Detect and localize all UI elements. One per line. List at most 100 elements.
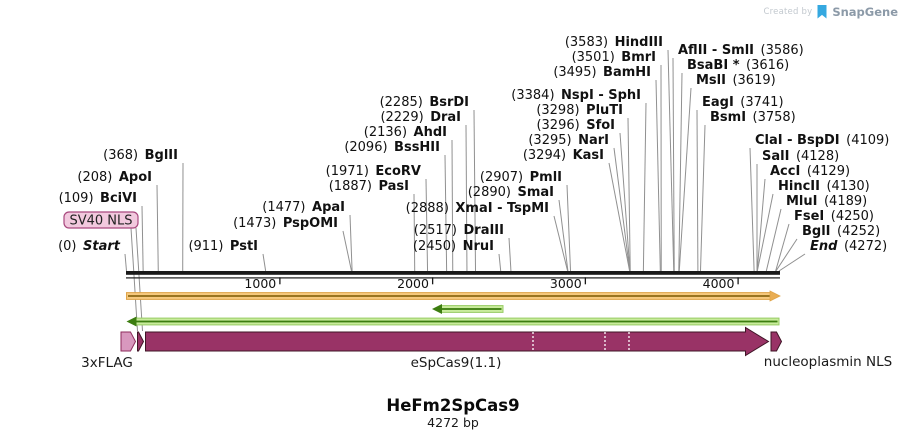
leader-line-PasI (413, 193, 416, 272)
enzyme-label-HincII[interactable]: HincII (4130) (778, 179, 870, 194)
sv40-callout-line (130, 227, 138, 332)
ruler-line (126, 277, 780, 279)
enzyme-label-MluI[interactable]: MluI (4189) (786, 194, 867, 209)
leader-line-BssHII (444, 154, 448, 272)
ruler-tick (737, 277, 739, 285)
leader-line-AccI (756, 178, 766, 272)
construct-span-arrow-orange[interactable] (126, 290, 781, 302)
enzyme-label-SalI[interactable]: SalI (4128) (762, 149, 839, 164)
ruler-tick-label: 4000 (703, 276, 735, 291)
feature-espcas9[interactable] (145, 326, 770, 357)
enzyme-label-SmaI[interactable]: (2890) SmaI (468, 185, 554, 200)
span-arrow-green-long[interactable] (126, 316, 780, 327)
leader-line-PluTI (627, 117, 631, 272)
enzyme-label-ClaI-BspDI[interactable]: ClaI - BspDI (4109) (755, 133, 889, 148)
enzyme-label-AccI[interactable]: AccI (4129) (770, 164, 850, 179)
enzyme-label-ApoI[interactable]: (208) ApoI (77, 170, 152, 185)
enzyme-label-BglII[interactable]: (368) BglII (103, 148, 178, 163)
leader-line-BglI (775, 238, 798, 272)
enzyme-label-BciVI[interactable]: (109) BciVI (59, 191, 137, 206)
enzyme-label-PasI[interactable]: (1887) PasI (329, 179, 409, 194)
sequence-bar (126, 271, 780, 275)
leader-line-HincII (756, 193, 774, 272)
leader-line-EcoRV (425, 178, 429, 272)
ruler-tick (584, 277, 587, 285)
snapgene-logo-icon (817, 5, 827, 19)
leader-line-NruI (498, 253, 502, 272)
leader-line-FseI (775, 223, 790, 272)
construct-span-arrow-orange-arrowhead (769, 290, 781, 302)
leader-line-EagI (696, 109, 699, 272)
sv40-nls-label-box[interactable] (63, 211, 139, 229)
ruler-tick-label: 3000 (550, 276, 582, 291)
primer-arrow-green-short-line (442, 308, 502, 310)
feature-3xflag[interactable] (120, 331, 137, 352)
map-title: HeFm2SpCas9 (386, 396, 520, 415)
enzyme-label-DraIII[interactable]: (2517) DraIII (414, 223, 504, 238)
leader-line-NarI (613, 147, 631, 272)
leader-line-BsrDI (473, 109, 477, 272)
leader-line-SmaI (558, 199, 569, 272)
enzyme-label-NarI[interactable]: (3295) NarI (528, 133, 609, 148)
sv40-callout-line (135, 227, 143, 332)
leader-line-PspOMI (342, 230, 352, 272)
enzyme-label-BsmI[interactable]: BsmI (3758) (710, 110, 796, 125)
feature-nucleoplasmin-nls[interactable] (770, 331, 783, 352)
enzyme-label-KasI[interactable]: (3294) KasI (523, 148, 604, 163)
enzyme-label-PmlI[interactable]: (2907) PmlI (480, 170, 562, 185)
leader-line-AflII-SmlI (672, 57, 675, 272)
enzyme-label-PspOMI[interactable]: (1473) PspOMI (233, 216, 338, 231)
leader-line-AhdI (451, 139, 454, 272)
ruler-tick-label: 2000 (397, 276, 429, 291)
ruler-tick (279, 277, 281, 285)
created-by-text: Created by (763, 7, 813, 17)
primer-arrow-green-short[interactable] (432, 304, 504, 314)
enzyme-label-FseI[interactable]: FseI (4250) (794, 209, 874, 224)
leader-line-XmaI-TspMI (553, 215, 569, 272)
ruler-tick-label: 1000 (244, 276, 276, 291)
enzyme-label-End[interactable]: End (4272) (810, 239, 887, 254)
enzyme-label-BssHII[interactable]: (2096) BssHII (344, 140, 440, 155)
leader-line-PstI (262, 253, 267, 272)
feature-sv40-nls[interactable] (137, 331, 145, 352)
leader-line-KasI (608, 162, 631, 272)
span-arrow-green-long-line (136, 320, 778, 323)
leader-line-ClaI-BspDI (749, 147, 755, 272)
leader-line-BamHI (655, 79, 661, 272)
sv40-nls-label-text: SV40 NLS (69, 214, 132, 229)
label-nucleoplasmin-nls: nucleoplasmin NLS (764, 354, 892, 370)
enzyme-label-ApaI[interactable]: (1477) ApaI (262, 200, 345, 215)
enzyme-label-Start[interactable]: (0) Start (58, 239, 121, 254)
enzyme-label-EagI[interactable]: EagI (3741) (702, 95, 784, 110)
enzyme-label-BamHI[interactable]: (3495) BamHI (553, 65, 651, 80)
map-length: 4272 bp (427, 415, 479, 430)
enzyme-label-NspI-SphI[interactable]: (3384) NspI - SphI (511, 88, 641, 103)
enzyme-label-AhdI[interactable]: (2136) AhdI (364, 125, 447, 140)
span-arrow-green-long-arrowhead (126, 316, 137, 327)
enzyme-label-MslI[interactable]: MslI (3619) (696, 73, 776, 88)
enzyme-label-DraI[interactable]: (2229) DraI (380, 110, 461, 125)
title-block: HeFm2SpCas9 4272 bp (0, 396, 906, 431)
leader-line-SfoI (619, 132, 631, 272)
enzyme-label-SfoI[interactable]: (3296) SfoI (536, 118, 615, 133)
leader-line-BciVI (141, 205, 144, 272)
enzyme-label-NruI[interactable]: (2450) NruI (413, 239, 494, 254)
snapgene-brand-text: SnapGene (832, 5, 898, 19)
enzyme-label-PluTI[interactable]: (3298) PluTI (536, 103, 623, 118)
leader-line-BsmI (699, 124, 706, 272)
enzyme-label-BsrDI[interactable]: (2285) BsrDI (380, 95, 469, 110)
enzyme-label-BmrI[interactable]: (3501) BmrI (572, 50, 656, 65)
enzyme-label-PstI[interactable]: (911) PstI (188, 239, 258, 254)
enzyme-label-BsaBI[interactable]: BsaBI * (3616) (687, 58, 789, 73)
enzyme-label-HindIII[interactable]: (3583) HindIII (565, 35, 663, 50)
enzyme-label-AflII-SmlI[interactable]: AflII - SmlI (3586) (678, 43, 804, 58)
leader-line-Start (124, 253, 127, 272)
enzyme-label-BglI[interactable]: BglI (4252) (802, 224, 880, 239)
leader-line-MluI (765, 208, 782, 272)
enzyme-label-EcoRV[interactable]: (1971) EcoRV (326, 164, 421, 179)
enzyme-label-XmaI-TspMI[interactable]: (2888) XmaI - TspMI (406, 201, 549, 216)
ruler-tick (431, 277, 434, 285)
label-espcas9: eSpCas9(1.1) (411, 355, 502, 371)
